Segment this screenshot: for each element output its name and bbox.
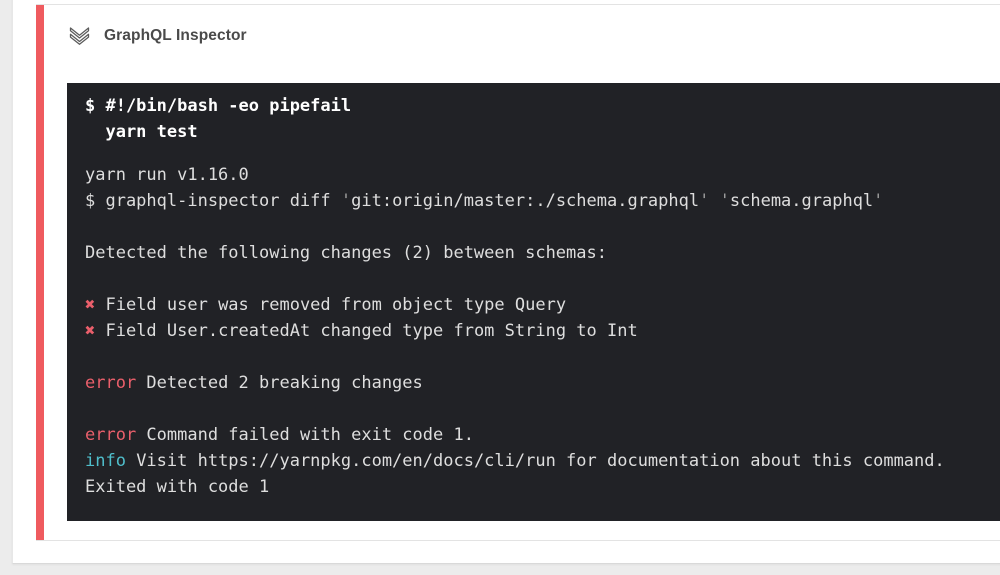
failure-accent-bar <box>36 5 44 540</box>
terminal-line: error Command failed with exit code 1. <box>85 425 474 445</box>
step-section-graphql-inspector: GraphQL Inspector $ #!/bin/bash -eo pipe… <box>36 4 1000 541</box>
terminal-line: yarn run v1.16.0 <box>85 165 249 185</box>
terminal-line <box>85 344 1000 370</box>
terminal-line: Exited with code 1 <box>85 477 270 497</box>
step-header[interactable]: GraphQL Inspector <box>67 26 247 46</box>
terminal-line: $ #!/bin/bash -eo pipefail <box>85 96 352 116</box>
terminal-line <box>85 145 1000 162</box>
terminal-line <box>85 214 1000 240</box>
terminal-line <box>85 266 1000 292</box>
terminal-output: $ #!/bin/bash -eo pipefail yarn test yarn… <box>67 83 1000 521</box>
chevron-double-down-icon <box>67 26 92 46</box>
job-output-card: GraphQL Inspector $ #!/bin/bash -eo pipe… <box>12 0 1000 564</box>
terminal-line: error Detected 2 breaking changes <box>85 373 423 393</box>
step-title: GraphQL Inspector <box>104 27 247 44</box>
terminal-line: yarn test <box>85 122 198 142</box>
terminal-line: info Visit https://yarnpkg.com/en/docs/c… <box>85 451 945 471</box>
terminal-line: $ graphql-inspector diff 'git:origin/mas… <box>85 191 884 211</box>
terminal-line: ✖ Field User.createdAt changed type from… <box>85 321 638 341</box>
terminal-line <box>85 396 1000 422</box>
terminal-line: ✖ Field user was removed from object typ… <box>85 295 567 315</box>
terminal-line: Detected the following changes (2) betwe… <box>85 243 607 263</box>
